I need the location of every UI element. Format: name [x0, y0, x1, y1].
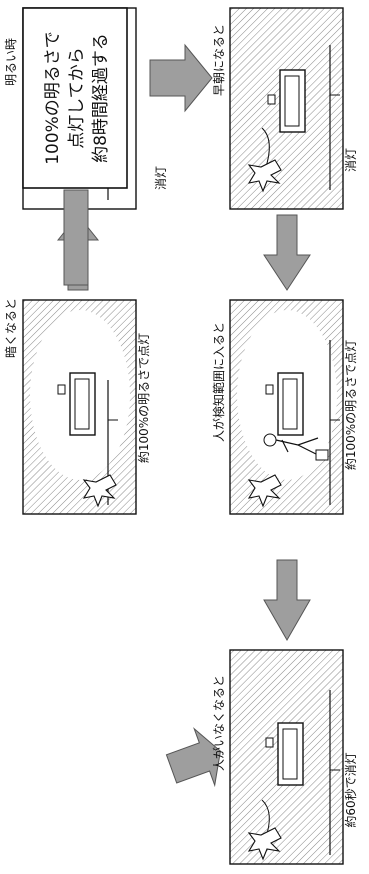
caption-detected: 人が検知範囲に入ると: [211, 322, 226, 442]
caption-dark: 暗くなると: [3, 298, 18, 358]
panel-dark: [23, 300, 136, 514]
result-detected: 約100%の明るさで点灯: [343, 340, 358, 470]
panel-left: [230, 650, 343, 864]
arrow-morning-to-detected: [264, 215, 310, 290]
arrow-detected-to-left: [264, 560, 310, 640]
note-line-2: 点灯してから: [67, 47, 87, 149]
note-line-1: 100%の明るさで: [43, 31, 63, 165]
result-morning: 消灯: [344, 148, 358, 172]
caption-left: 人がいなくなると: [211, 675, 226, 771]
panel-detected: [230, 300, 343, 514]
note-box: 100%の明るさで 点灯してから 約8時間経過する: [23, 8, 127, 188]
caption-bright: 明るい時: [4, 38, 18, 86]
result-bright: 消灯: [154, 166, 168, 190]
note-line-3: 約8時間経過する: [91, 33, 111, 163]
result-left: 約60秒で消灯: [343, 752, 358, 827]
panel-morning: [230, 8, 343, 209]
result-dark: 約100%の明るさで点灯: [136, 333, 151, 463]
caption-morning: 早朝になると: [212, 24, 226, 96]
